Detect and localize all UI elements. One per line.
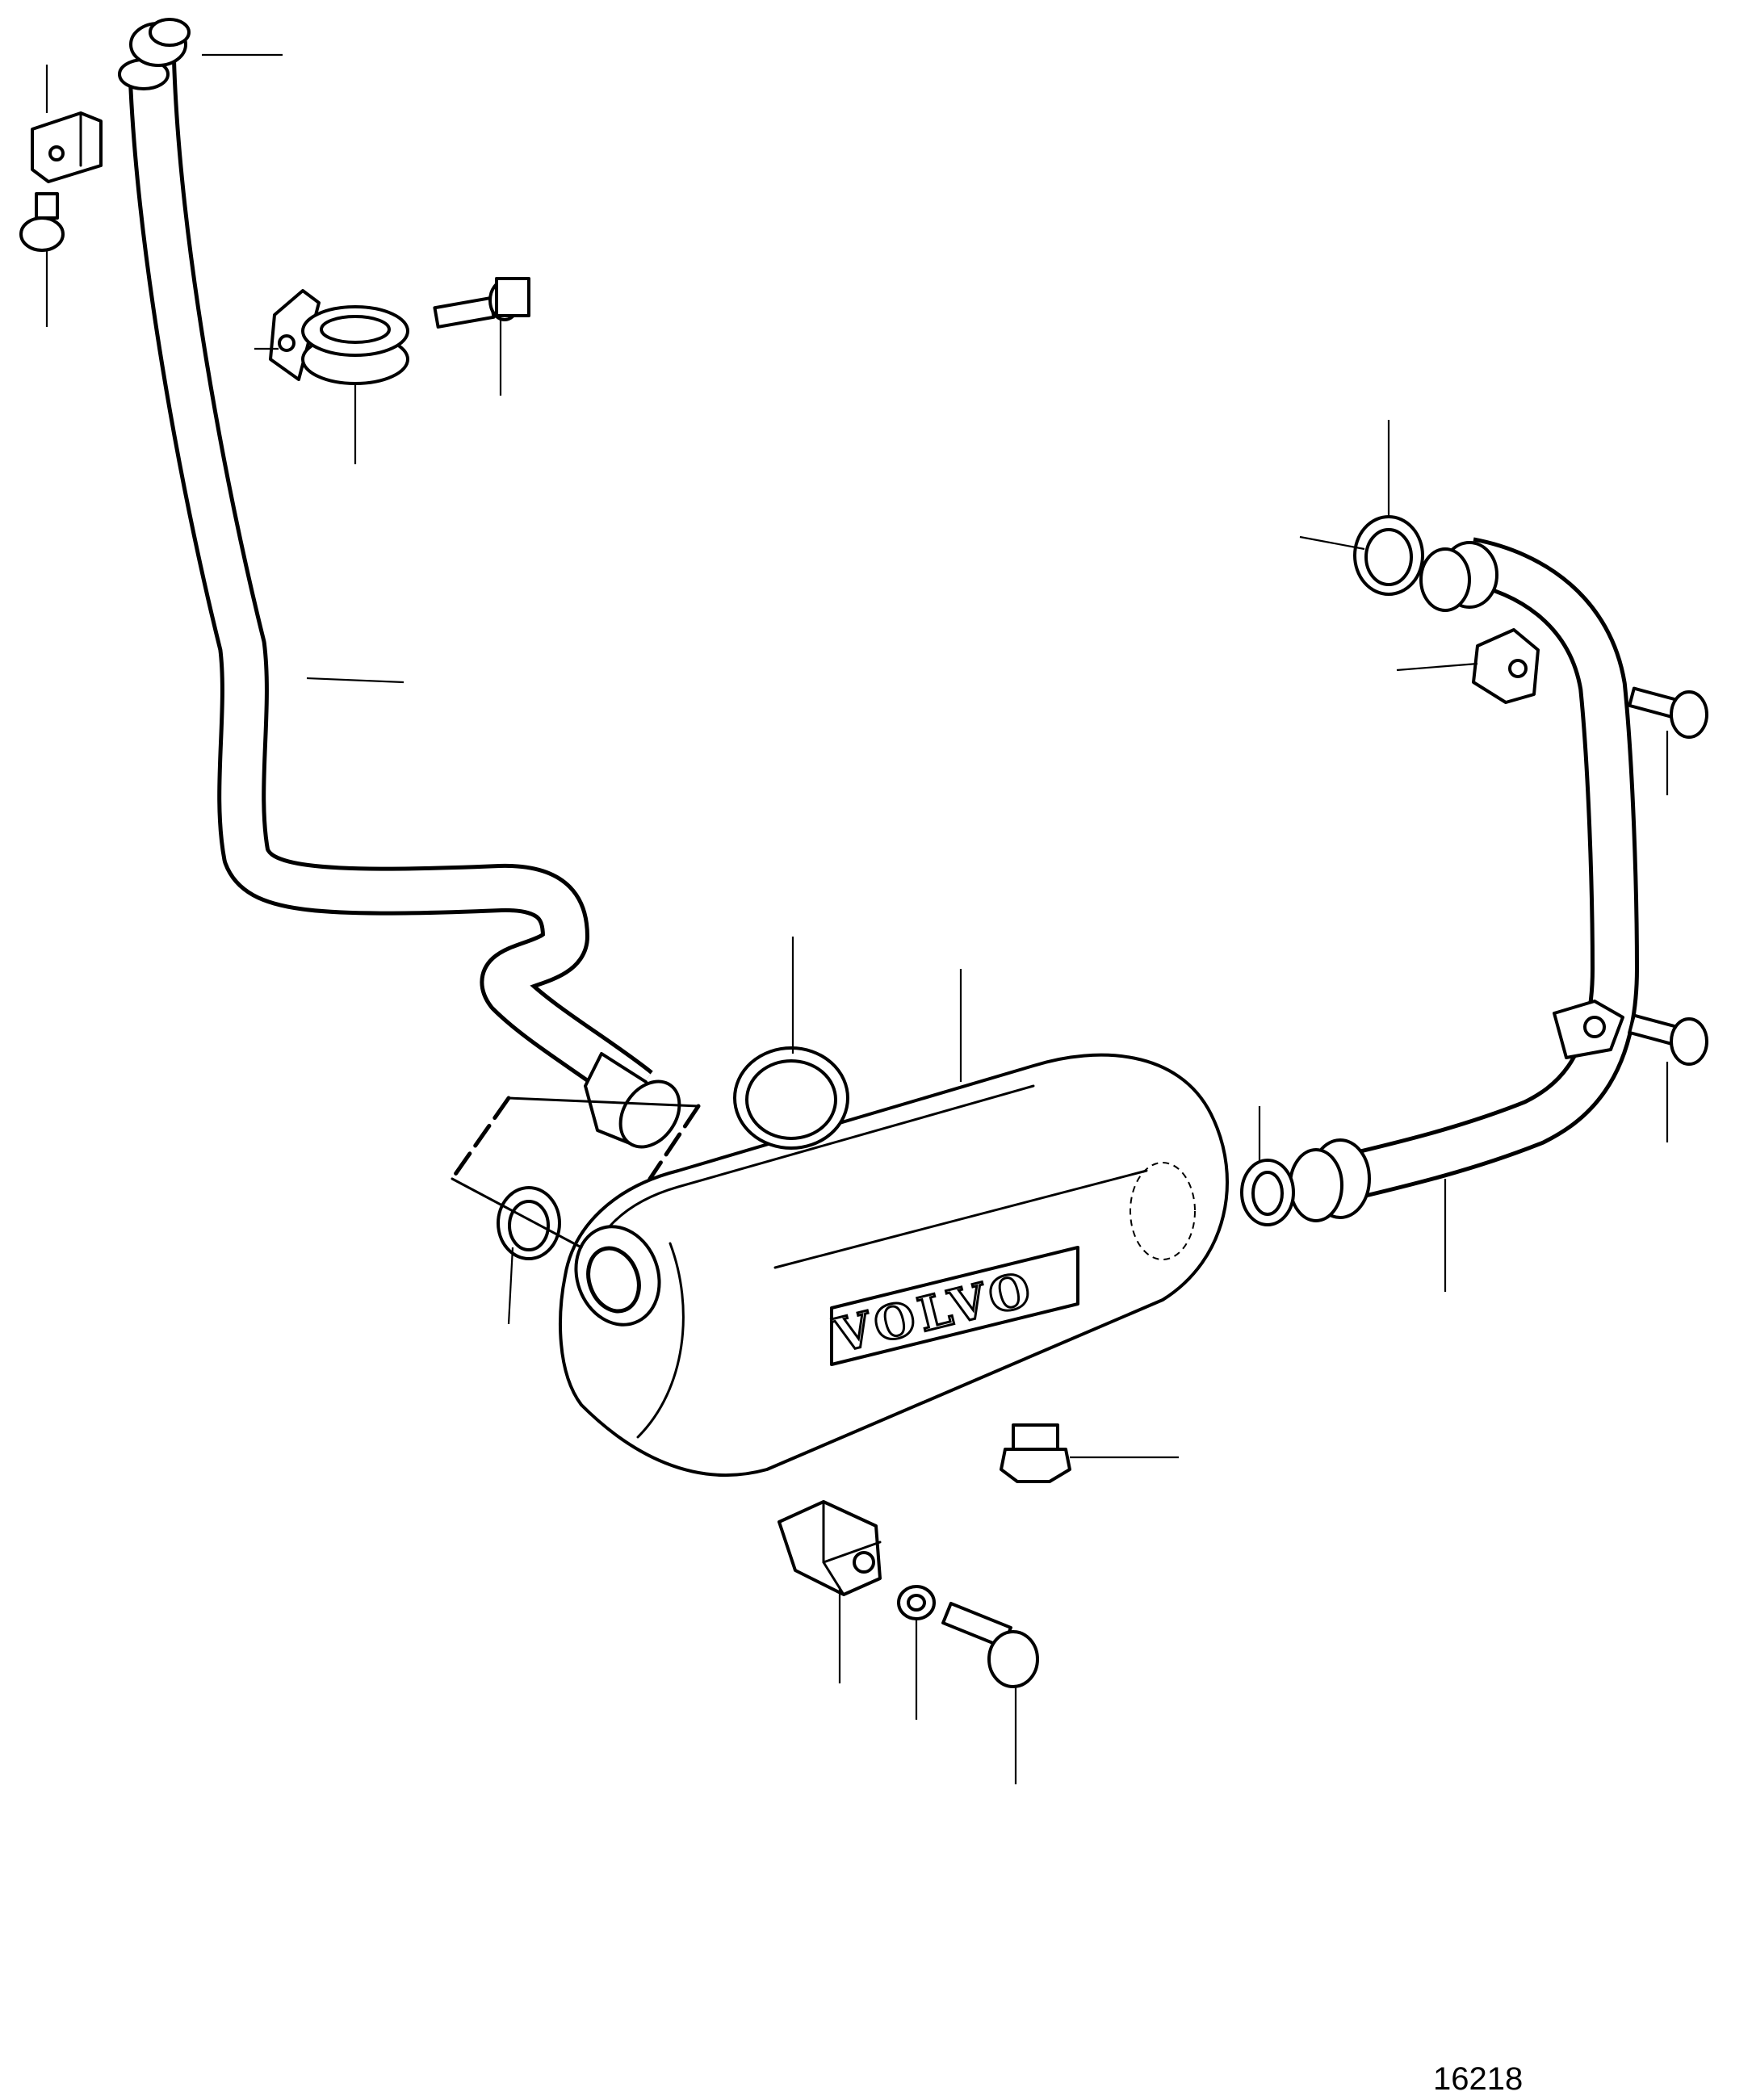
pipe-clip-right bbox=[1472, 628, 1540, 704]
bracket-washer bbox=[897, 1585, 936, 1620]
drawing-number: 16218 bbox=[1433, 2061, 1523, 2097]
oil-cooler: VOLVO bbox=[559, 1053, 1229, 1477]
seal-ring-left bbox=[497, 1186, 561, 1260]
seal-ring-right-lower bbox=[1240, 1159, 1295, 1226]
alignment-marks bbox=[450, 1096, 701, 1249]
leader-lines bbox=[45, 53, 1669, 1784]
bolt-top-left bbox=[19, 192, 65, 252]
pipe-clip-top-left bbox=[31, 111, 103, 183]
mounting-bracket bbox=[778, 1500, 882, 1596]
drain-plug bbox=[1000, 1423, 1071, 1483]
left-oil-pipe bbox=[118, 18, 681, 1149]
seal-ring-right-top bbox=[1353, 515, 1424, 596]
bracket-bolt bbox=[941, 1601, 1039, 1688]
bolt-right-lower bbox=[1628, 1013, 1708, 1066]
clamp-bolt bbox=[433, 277, 530, 329]
seal-ring-loose bbox=[733, 1046, 849, 1150]
right-oil-pipe bbox=[1289, 537, 1639, 1222]
hose-clamp bbox=[269, 289, 409, 385]
bolt-right-upper bbox=[1628, 686, 1708, 739]
